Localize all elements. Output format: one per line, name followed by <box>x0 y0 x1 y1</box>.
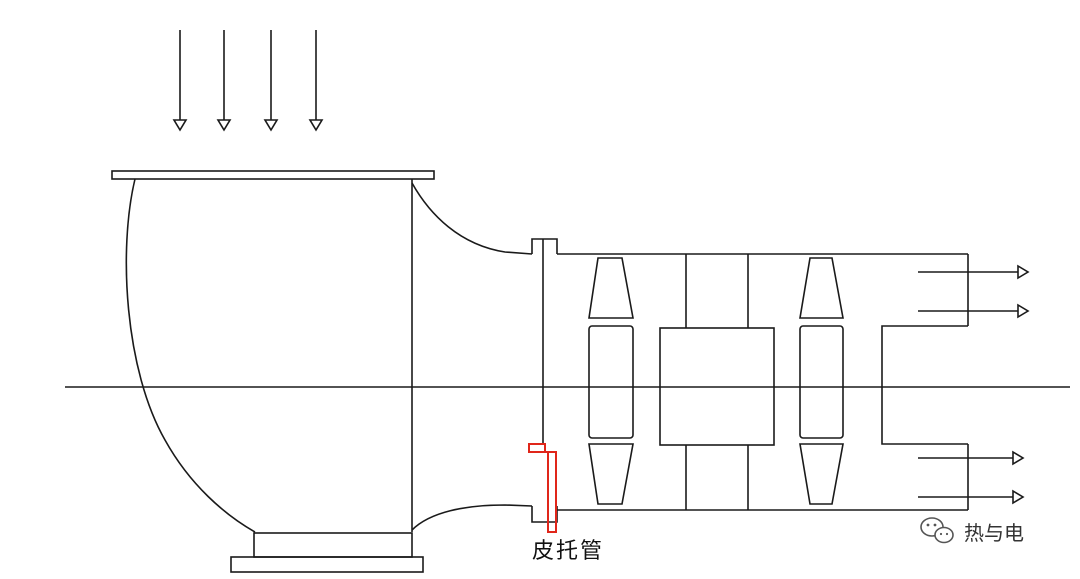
inlet-curved-wall <box>125 178 256 533</box>
fan-hub <box>659 254 775 510</box>
blade-middle <box>588 325 634 439</box>
outlet-arrow <box>918 264 1030 280</box>
blade-upper <box>799 257 844 319</box>
transition-bottom <box>411 504 533 531</box>
watermark: 热与电 <box>920 517 1024 545</box>
inlet-bottom-base <box>253 532 413 558</box>
pitot-label: 皮托管 <box>532 539 604 564</box>
inlet-arrows <box>172 30 324 132</box>
inlet-arrow <box>263 30 279 132</box>
measurement-flange <box>531 238 558 523</box>
blade-middle <box>799 325 844 439</box>
hub-block <box>659 327 775 446</box>
inlet-bottom-flange <box>230 556 424 573</box>
inlet-arrow <box>308 30 324 132</box>
blade-lower <box>588 443 634 505</box>
inlet-top-flange <box>111 170 435 180</box>
pitot-tube <box>528 443 557 533</box>
outlet-arrows <box>918 264 1030 505</box>
transition-top <box>411 182 533 255</box>
inlet-arrow <box>172 30 188 132</box>
wechat-icon <box>920 517 954 544</box>
impeller-stage-2 <box>799 257 844 505</box>
impeller-stage-1 <box>588 257 634 505</box>
outlet-arrow <box>918 303 1030 319</box>
inlet-box <box>111 170 533 573</box>
blade-lower <box>799 443 844 505</box>
blade-upper <box>588 257 634 319</box>
outlet-arrow <box>918 489 1025 505</box>
inlet-arrow <box>216 30 232 132</box>
watermark-text: 热与电 <box>964 521 1024 545</box>
outlet-arrow <box>918 450 1025 466</box>
fan-casing <box>557 253 969 511</box>
